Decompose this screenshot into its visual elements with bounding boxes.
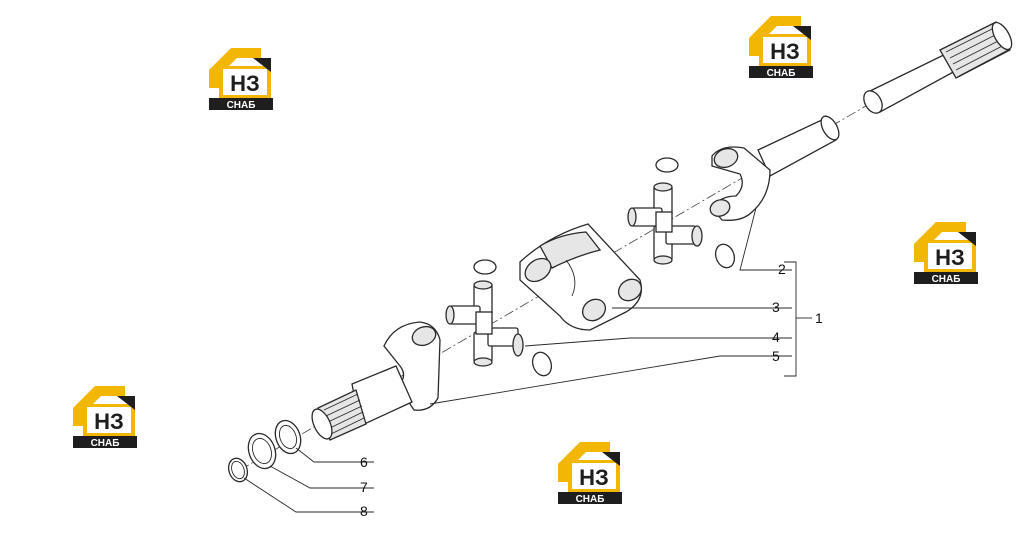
snap-ring-lower-side: [531, 351, 553, 377]
leader-4: [524, 337, 792, 347]
watermark-logo: НЗ СНАБ: [914, 222, 978, 285]
watermark-text-bottom: СНАБ: [767, 68, 796, 79]
callout-8: 8: [360, 503, 368, 519]
yoke-shaft-2: [709, 115, 840, 221]
leader-8: [243, 477, 374, 513]
watermark-text-bottom: СНАБ: [576, 494, 605, 505]
callout-5: 5: [772, 348, 780, 364]
callout-3: 3: [772, 299, 780, 315]
callout-6: 6: [360, 454, 368, 470]
leader-7: [269, 465, 374, 489]
dust-seal-6: [274, 419, 302, 455]
watermark-text-bottom: СНАБ: [932, 274, 961, 285]
watermark-logo: НЗ СНАБ: [749, 16, 813, 79]
leader-5: [429, 355, 792, 405]
snap-ring-upper: [655, 157, 679, 173]
snap-ring-upper-side: [714, 243, 736, 269]
watermark-text-top: НЗ: [770, 39, 800, 64]
watermark-text-bottom: СНАБ: [227, 100, 256, 111]
watermark-text-top: НЗ: [935, 245, 965, 270]
bracket-1: [784, 261, 797, 377]
watermark-text-top: НЗ: [579, 465, 609, 490]
watermark-logo: НЗ СНАБ: [73, 386, 137, 449]
splined-shaft-inner: [863, 21, 1013, 114]
center-yoke-3: [519, 223, 643, 331]
universal-joint-cross-upper: [627, 182, 703, 265]
washer-7: [247, 432, 277, 470]
watermark-text-top: НЗ: [94, 409, 124, 434]
callout-2: 2: [778, 261, 786, 277]
callout-7: 7: [360, 479, 368, 495]
watermark-text-bottom: СНАБ: [91, 438, 120, 449]
universal-joint-cross-lower: [445, 280, 524, 367]
yoke-shaft-5: [311, 321, 441, 441]
leader-2: [739, 207, 792, 271]
callout-4: 4: [772, 329, 780, 345]
watermark-logo: НЗ СНАБ: [209, 48, 273, 111]
callout-1: 1: [815, 310, 823, 326]
leader-6: [295, 447, 374, 463]
watermark-logo: НЗ СНАБ: [558, 442, 622, 505]
watermark-text-top: НЗ: [230, 71, 260, 96]
snap-ring-lower: [473, 259, 497, 275]
snap-ring-8: [227, 457, 249, 483]
